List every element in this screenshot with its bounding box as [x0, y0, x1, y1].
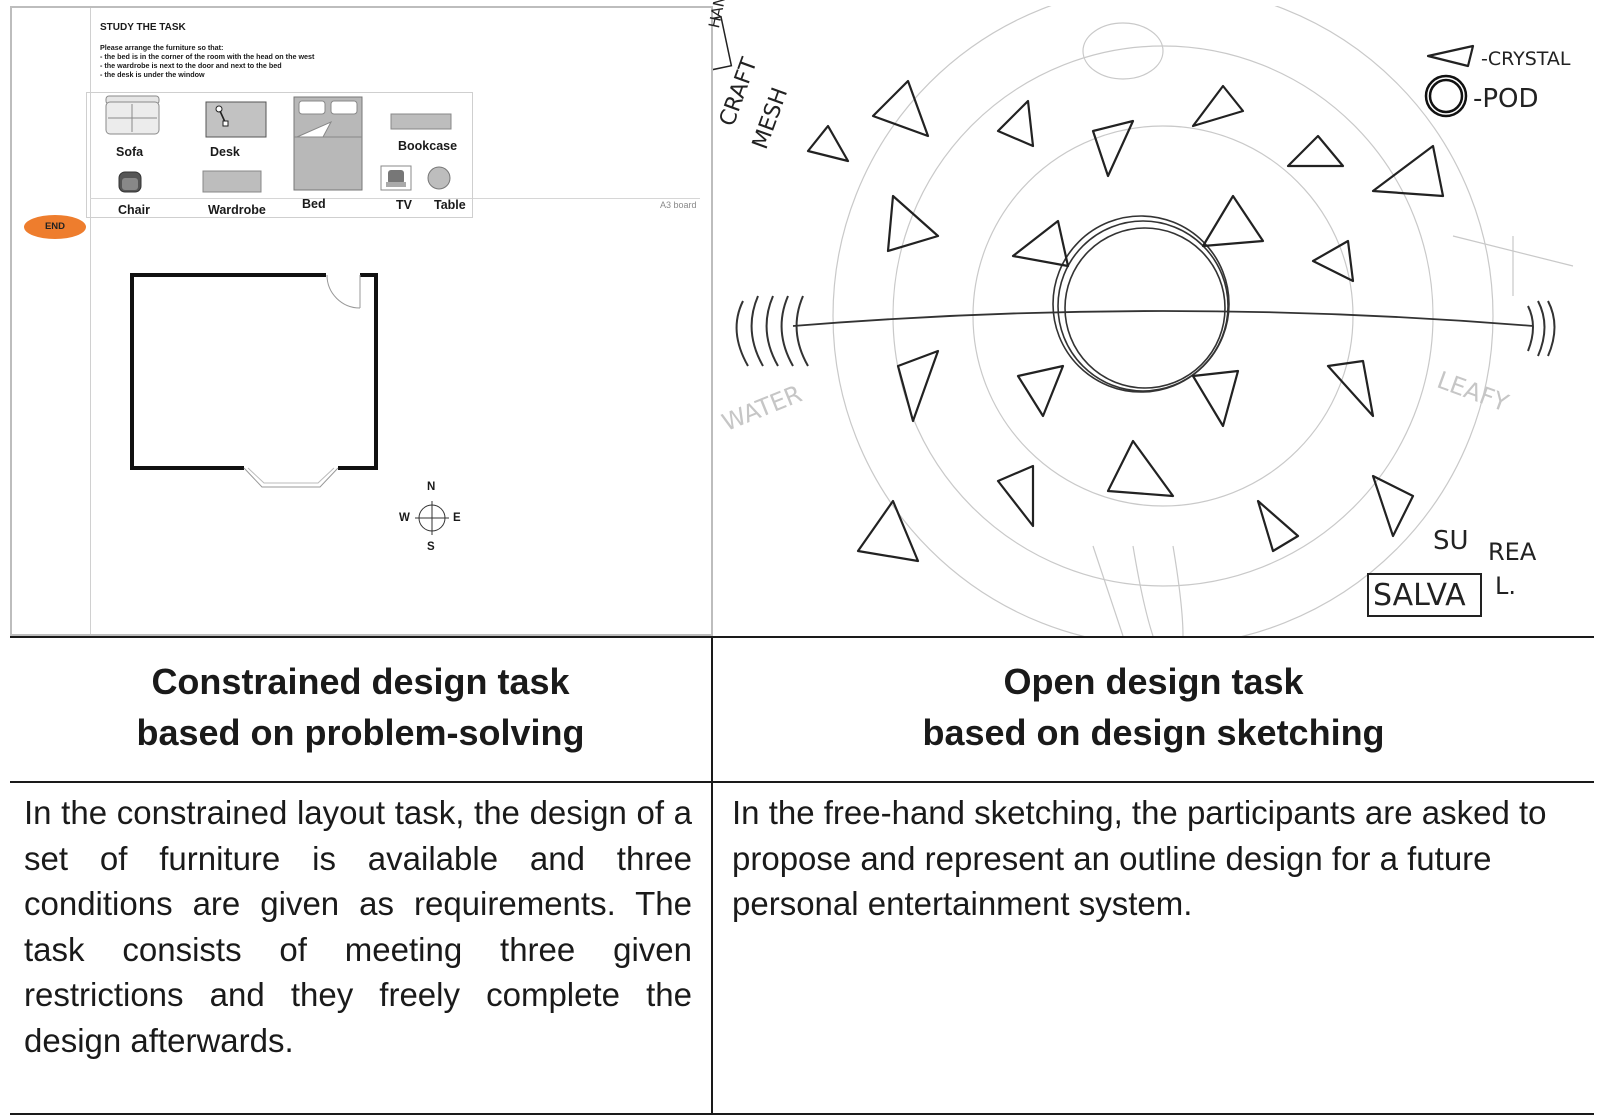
axis-line [793, 311, 1533, 326]
axis-end-left [737, 296, 808, 366]
instruction-line: Please arrange the furniture so that: [100, 43, 223, 52]
table-rule-mid [10, 781, 1594, 783]
crystal-pods [808, 46, 1473, 561]
annotation-surreal-rea: REA [1488, 538, 1536, 566]
window-icon [244, 464, 338, 487]
bookcase-item[interactable] [391, 114, 451, 129]
compass-south: S [427, 541, 435, 553]
right-column-description: In the free-hand sketching, the particip… [732, 790, 1577, 927]
chair-item[interactable] [119, 172, 141, 192]
compass-north: N [427, 481, 435, 493]
instruction-line: - the wardrobe is next to the door and n… [100, 61, 282, 70]
compass-icon [415, 501, 449, 535]
open-task-sketch: HAND CRAFT MESH -CRYSTAL -POD WATER LEAF… [713, 6, 1600, 636]
end-button[interactable]: END [24, 215, 86, 239]
table-label: Table [434, 198, 466, 212]
furniture-icons [86, 92, 473, 218]
annotation-surreal-su: SU [1433, 526, 1469, 556]
annotation-crystal: -CRYSTAL [1481, 48, 1571, 70]
instruction-line: - the bed is in the corner of the room w… [100, 52, 314, 61]
desk-item[interactable] [206, 102, 266, 137]
table-rule-top [10, 636, 1594, 638]
bed-label: Bed [302, 197, 326, 211]
axis-end-right [1528, 301, 1555, 356]
tv-label: TV [396, 198, 412, 212]
right-heading-line-2: based on design sketching [713, 707, 1594, 758]
room-walls [132, 275, 376, 468]
pod-icon [1426, 76, 1466, 116]
chair-label: Chair [118, 203, 150, 217]
right-heading-line-1: Open design task [713, 656, 1594, 707]
left-heading-line-1: Constrained design task [10, 656, 711, 707]
room-plan [120, 265, 480, 565]
wardrobe-label: Wardrobe [208, 203, 266, 217]
compass-west: W [399, 512, 410, 524]
desk-label: Desk [210, 145, 240, 159]
right-column-heading: Open design task based on design sketchi… [713, 656, 1594, 758]
tv-item[interactable] [381, 166, 411, 190]
compass-east: E [453, 512, 461, 524]
annotation-salva: SALVA [1373, 578, 1466, 613]
annotation-pod: -POD [1473, 84, 1539, 114]
sofa-item[interactable] [106, 96, 159, 134]
sofa-label: Sofa [116, 145, 143, 159]
table-item[interactable] [428, 167, 450, 189]
bed-item[interactable] [294, 97, 362, 190]
wardrobe-item[interactable] [203, 171, 261, 192]
table-rule-bottom [10, 1113, 1594, 1115]
annotation-surreal-l: L. [1495, 572, 1516, 600]
central-sphere [1053, 216, 1229, 392]
left-column-heading: Constrained design task based on problem… [10, 656, 711, 758]
bookcase-label: Bookcase [398, 139, 457, 153]
left-heading-line-2: based on problem-solving [10, 707, 711, 758]
instruction-line: - the desk is under the window [100, 70, 205, 79]
task-title: STUDY THE TASK [100, 22, 186, 33]
left-column-description: In the constrained layout task, the desi… [24, 790, 692, 1064]
board-label: A3 board [660, 200, 697, 210]
